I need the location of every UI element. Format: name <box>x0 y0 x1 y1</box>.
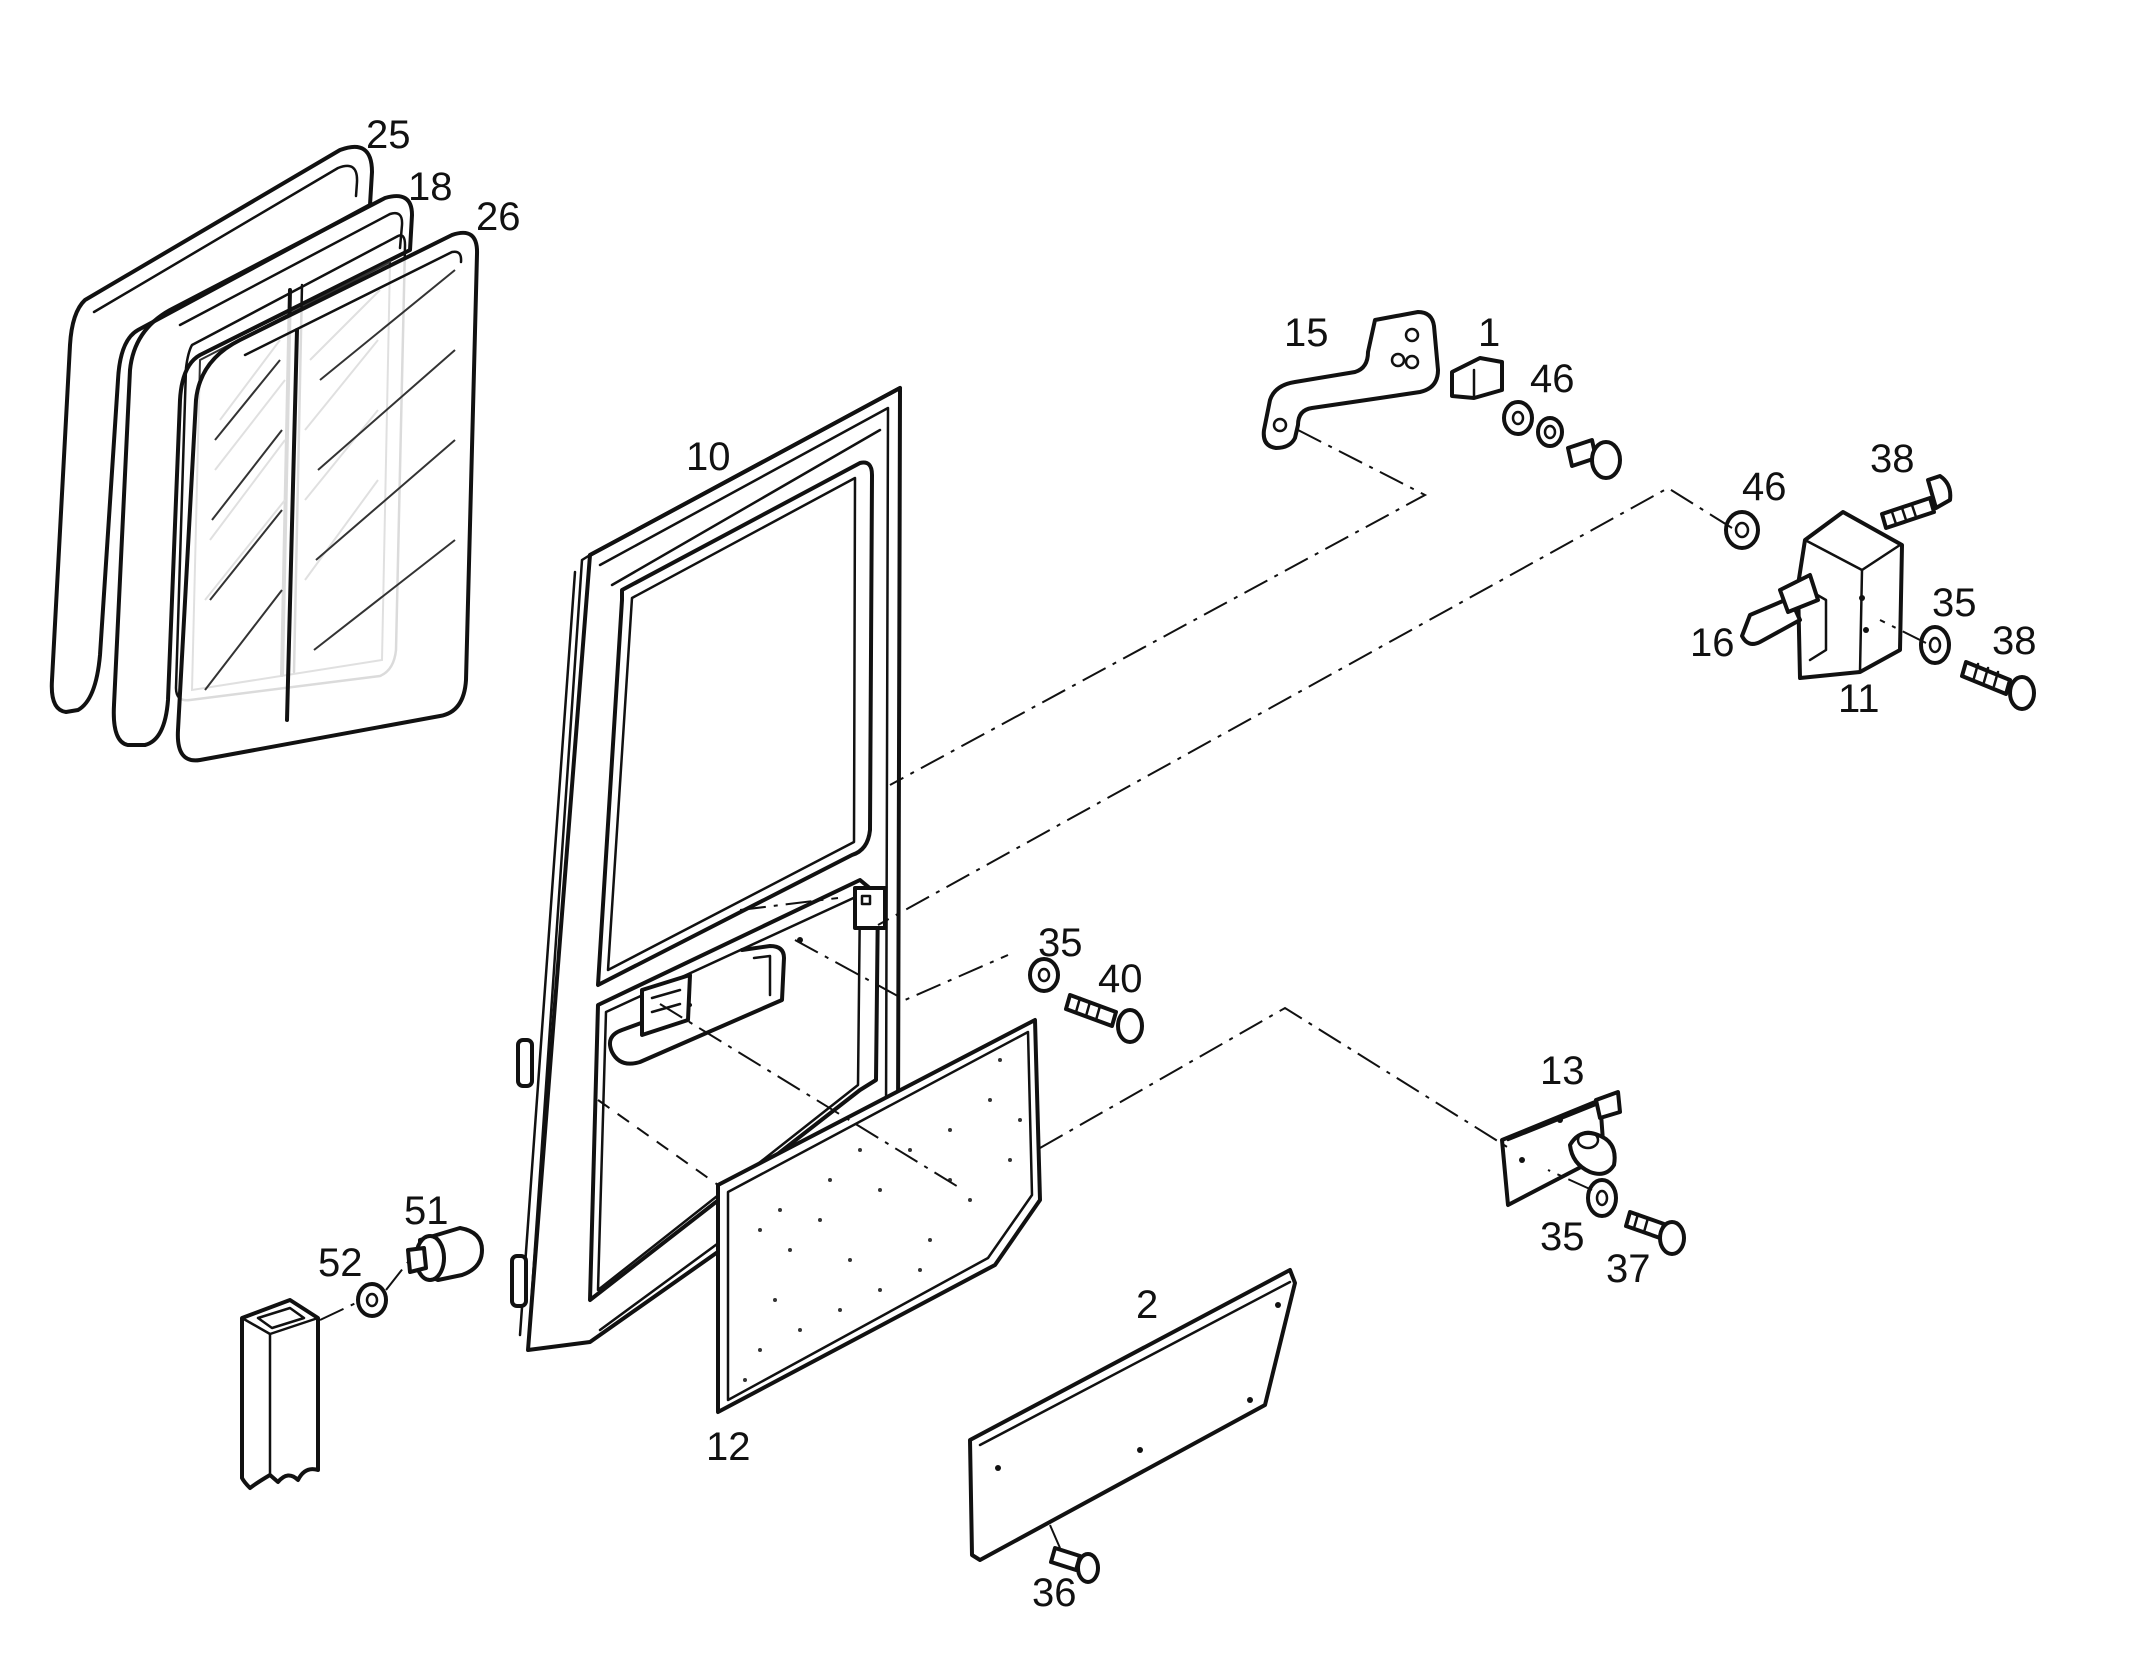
washer-35-latch <box>1919 625 1951 665</box>
washer-52 <box>356 1282 388 1318</box>
lock-body-11 <box>1796 510 1904 680</box>
lock-plate-13 <box>1500 1090 1622 1207</box>
callout-51: 51 <box>404 1189 449 1233</box>
bracket-1 <box>1450 356 1504 400</box>
callout-18: 18 <box>408 165 453 209</box>
screw-handle <box>1566 438 1622 480</box>
washer-35-mid <box>1028 957 1060 993</box>
lever-16 <box>1740 573 1820 646</box>
outside-handle-15 <box>1261 310 1440 450</box>
door-frame-10 <box>510 386 902 1352</box>
callout-38-bottom: 38 <box>1992 619 2037 663</box>
screw-38-bottom <box>1960 660 2036 711</box>
callout-15: 15 <box>1284 311 1329 355</box>
callout-36: 36 <box>1032 1571 1077 1615</box>
callout-1: 1 <box>1478 311 1500 355</box>
washer-35-lock <box>1586 1178 1618 1218</box>
window-seal-25 <box>49 144 374 714</box>
callout-26: 26 <box>476 195 521 239</box>
callout-35-latch: 35 <box>1932 581 1977 625</box>
window-glass-26 <box>175 230 480 763</box>
pin-36 <box>1049 1546 1100 1584</box>
washer-46-latch <box>1724 510 1760 550</box>
rubber-stop-51 <box>406 1226 484 1282</box>
panel-2 <box>968 1268 1297 1562</box>
panel-12-texture <box>743 1058 1022 1382</box>
callout-35-mid: 35 <box>1038 921 1083 965</box>
callout-37: 37 <box>1606 1247 1651 1291</box>
washer-46-top <box>1502 400 1564 448</box>
screw-37 <box>1624 1210 1686 1256</box>
callout-40: 40 <box>1098 957 1143 1001</box>
callout-25: 25 <box>366 113 411 157</box>
leader-lines <box>319 429 1927 1549</box>
post-square-tube <box>240 1298 320 1490</box>
glass-hatching-26 <box>204 269 456 691</box>
callout-38-top: 38 <box>1870 437 1915 481</box>
callout-11: 11 <box>1838 677 1880 721</box>
callout-10: 10 <box>686 435 731 479</box>
callout-35-lock: 35 <box>1540 1215 1585 1259</box>
callout-12: 12 <box>706 1425 751 1469</box>
screw-40 <box>1064 993 1144 1044</box>
callout-16: 16 <box>1690 621 1735 665</box>
screw-38-top <box>1880 474 1953 530</box>
callout-46-latch: 46 <box>1742 465 1787 509</box>
callout-2: 2 <box>1136 1283 1158 1327</box>
panel-12 <box>716 1018 1042 1414</box>
callout-46-top: 46 <box>1530 357 1575 401</box>
callout-52: 52 <box>318 1241 363 1285</box>
callout-13: 13 <box>1540 1049 1585 1093</box>
callout-labels: 25 18 26 10 15 1 46 46 38 35 38 16 11 35… <box>318 113 2037 1615</box>
